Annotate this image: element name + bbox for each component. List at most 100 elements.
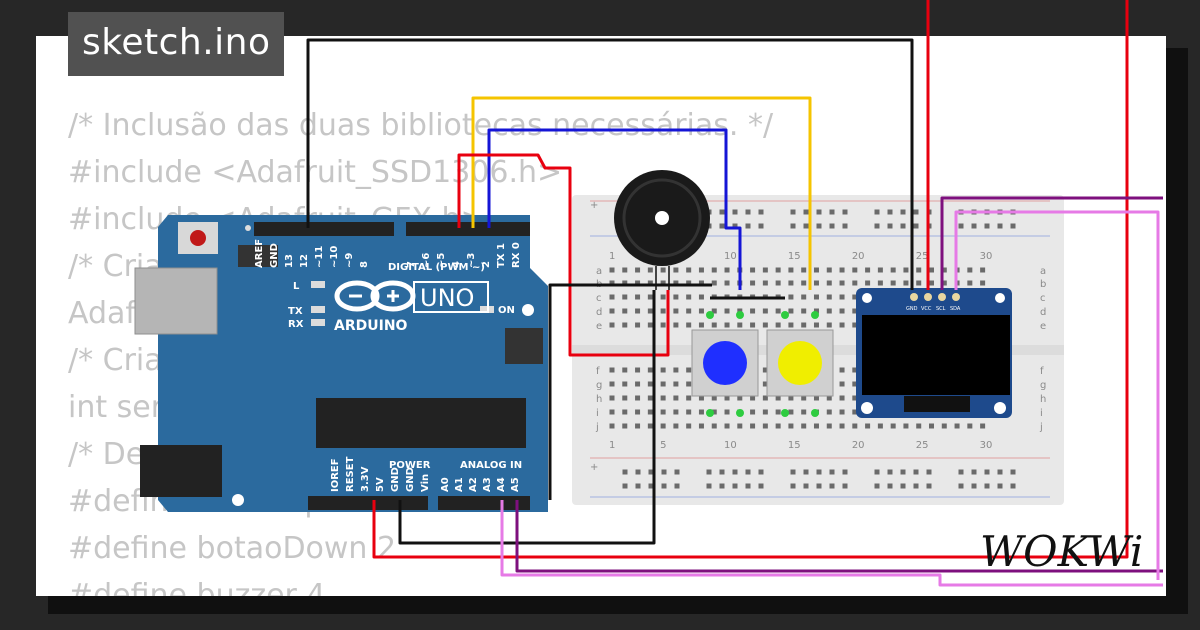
breadboard-hole: [711, 322, 717, 328]
rail-hole: [984, 469, 990, 475]
mount-hole-icon: [861, 402, 873, 414]
breadboard-hole: [929, 280, 934, 286]
rail-hole: [816, 209, 822, 215]
breadboard-hole: [839, 294, 845, 300]
breadboard-hole: [698, 280, 704, 286]
breadboard-hole: [724, 395, 730, 401]
breadboard-hole: [929, 423, 934, 429]
rail-hole: [758, 483, 764, 489]
atmega-chip: [316, 398, 526, 448]
row-letter: e: [596, 321, 602, 332]
breadboard-hole: [852, 280, 858, 286]
column-number: 10: [724, 440, 737, 451]
breadboard-hole: [941, 267, 947, 273]
digital-pin-label: ~11: [314, 246, 325, 268]
rail-hole: [732, 209, 738, 215]
mount-hole-icon: [862, 293, 872, 303]
rail-hole: [816, 483, 822, 489]
rail-plus-label: +: [590, 462, 598, 473]
code-line: #define botaoDown 2: [68, 531, 397, 566]
breadboard-hole: [609, 294, 615, 300]
buzzer-ring: [622, 178, 702, 258]
oled-display[interactable]: GND VCC SCL SDA: [856, 288, 1012, 418]
wokwi-logo: WOKWi: [980, 527, 1143, 576]
rail-hole: [635, 483, 641, 489]
row-letter: i: [596, 408, 599, 419]
rail-hole: [842, 469, 848, 475]
breadboard-hole: [813, 308, 819, 314]
digital-pin-label: RX 0: [511, 242, 522, 268]
wire-pink-a4: [500, 500, 1163, 587]
breadboard-hole: [711, 409, 717, 415]
button-blue[interactable]: [691, 296, 785, 417]
button-yellow-cap[interactable]: [778, 341, 822, 385]
mount-hole-icon: [522, 304, 534, 316]
breadboard-hole: [609, 308, 615, 314]
column-number: 30: [980, 440, 993, 451]
row-letter: h: [1040, 394, 1046, 405]
column-number: 30: [980, 251, 993, 262]
rail-hole: [732, 483, 738, 489]
rail-hole: [913, 483, 919, 489]
breadboard-hole: [762, 367, 768, 373]
rail-hole: [829, 209, 835, 215]
row-letter: d: [1040, 307, 1046, 318]
breadboard-hole: [647, 409, 653, 415]
breadboard-hole: [724, 409, 730, 415]
breadboard-hole: [852, 308, 858, 314]
breadboard-hole: [698, 308, 704, 314]
row-letter: f: [1040, 366, 1044, 377]
power-pin-label: 3.3V: [360, 466, 371, 492]
breadboard-hole: [775, 395, 781, 401]
pin-indicator: [736, 409, 744, 417]
mount-hole-icon: [994, 402, 1006, 414]
row-letter: b: [1040, 279, 1046, 290]
rail-hole: [984, 223, 990, 229]
digital-pin-label: ~3: [466, 253, 477, 268]
breadboard-hole: [622, 381, 628, 387]
analog-pin-label: A0: [440, 477, 451, 492]
buzzer[interactable]: [614, 170, 710, 290]
rail-hole: [842, 223, 848, 229]
breadboard-hole: [647, 367, 653, 373]
breadboard-hole: [609, 267, 615, 273]
analog-header: [438, 496, 530, 510]
breadboard-hole: [839, 423, 845, 429]
breadboard-hole: [673, 395, 679, 401]
breadboard-hole: [686, 423, 692, 429]
wires: [306, 0, 1163, 587]
button-blue-cap[interactable]: [703, 341, 747, 385]
rail-hole: [958, 469, 964, 475]
digital-pin-label: GND: [269, 243, 280, 268]
breadboard-hole: [801, 280, 807, 286]
breadboard-hole: [826, 267, 832, 273]
breadboard-hole: [852, 409, 858, 415]
breadboard-hole: [941, 280, 947, 286]
breadboard-hole: [660, 280, 666, 286]
breadboard-hole: [635, 409, 641, 415]
breadboard-hole: [609, 367, 615, 373]
rail-hole: [706, 483, 712, 489]
breadboard-hole: [647, 280, 653, 286]
breadboard-hole: [635, 322, 641, 328]
breadboard-hole: [916, 423, 922, 429]
breadboard-hole: [801, 294, 807, 300]
oled-pin-label: GND: [906, 306, 918, 312]
digital-pin-label: 4: [451, 261, 462, 268]
breadboard-hole: [698, 267, 704, 273]
led-rx-label: RX: [288, 319, 304, 330]
breadboard-hole: [686, 367, 692, 373]
breadboard-hole: [813, 322, 819, 328]
column-number: 25: [916, 440, 929, 451]
breadboard-hole: [673, 409, 679, 415]
button-yellow[interactable]: [766, 311, 834, 417]
rail-hole: [842, 483, 848, 489]
reset-button[interactable]: [190, 230, 206, 246]
breadboard-hole: [775, 409, 781, 415]
power-header: [308, 496, 428, 510]
breadboard-hole: [673, 267, 679, 273]
breadboard-hole: [762, 267, 768, 273]
